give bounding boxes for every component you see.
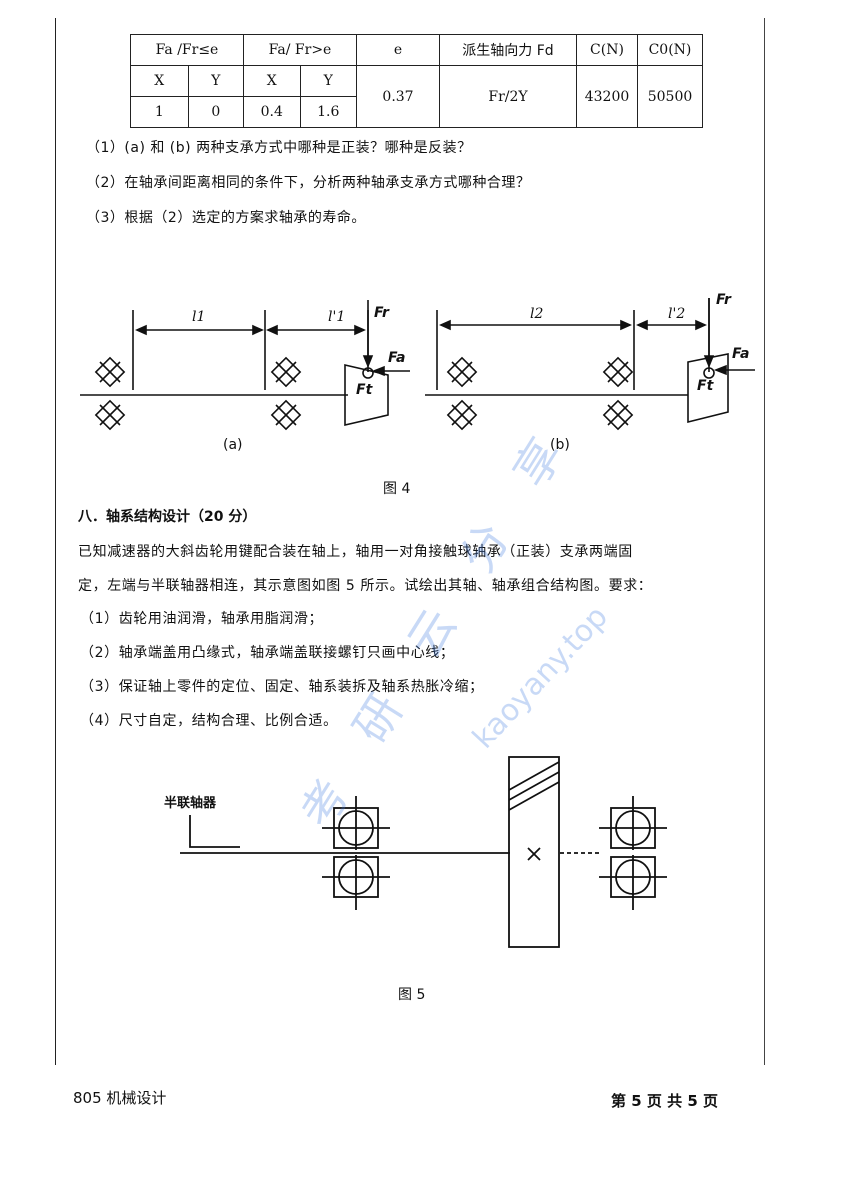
bearing-a-right-icon bbox=[270, 356, 302, 431]
label-l1-prime: l'1 bbox=[328, 309, 346, 325]
header-fa-fr-le-e: Fa /Fr≤e bbox=[130, 34, 244, 66]
cell-x1: X bbox=[130, 65, 189, 97]
bearing-parameter-table: Fa /Fr≤e Fa/ Fr>e e 派生轴向力 Fd C(N) C0(N) … bbox=[130, 34, 703, 128]
requirement-2: （2）轴承端盖用凸缘式，轴承端盖联接螺钉只画中心线； bbox=[80, 645, 455, 661]
section-title: 八．轴系结构设计（20 分） bbox=[78, 509, 257, 525]
label-b: (b) bbox=[550, 437, 570, 453]
question-1: （1）(a) 和 (b) 两种支承方式中哪种是正装？哪种是反装？ bbox=[86, 140, 472, 156]
header-c: C(N) bbox=[576, 34, 638, 66]
header-fa-fr-gt-e: Fa/ Fr>e bbox=[243, 34, 357, 66]
question-2: （2）在轴承间距离相同的条件下，分析两种轴承支承方式哪种合理？ bbox=[86, 175, 531, 191]
cell-e-value: 0.37 bbox=[356, 65, 440, 128]
cell-y2-value: 1.6 bbox=[299, 96, 357, 128]
section-paragraph-2: 定，左端与半联轴器相连，其示意图如图 5 所示。试绘出其轴、轴承组合结构图。要求… bbox=[78, 578, 653, 594]
bearing-b-left-icon bbox=[446, 356, 478, 431]
page-frame bbox=[55, 18, 765, 1065]
label-l2: l2 bbox=[530, 306, 544, 322]
section-paragraph-1: 已知减速器的大斜齿轮用键配合装在轴上，轴用一对角接触球轴承（正装）支承两端固 bbox=[78, 544, 633, 560]
coupling-label: 半联轴器 bbox=[164, 796, 217, 811]
cell-c0-value: 50500 bbox=[637, 65, 703, 128]
figure-4-caption: 图 4 bbox=[383, 481, 411, 497]
bearing-a-left-icon bbox=[94, 356, 126, 431]
requirement-1: （1）齿轮用油润滑，轴承用脂润滑； bbox=[80, 611, 324, 627]
label-fa-b: Fa bbox=[732, 346, 750, 362]
cell-x2-value: 0.4 bbox=[243, 96, 301, 128]
label-fa-a: Fa bbox=[388, 350, 406, 366]
cell-x1-value: 1 bbox=[130, 96, 189, 128]
footer-course: 805 机械设计 bbox=[73, 1089, 167, 1107]
label-a: (a) bbox=[223, 437, 243, 453]
gear-b-icon bbox=[687, 353, 729, 424]
label-l1: l1 bbox=[192, 309, 206, 325]
bearing-b-right-icon bbox=[602, 356, 634, 431]
cell-x2: X bbox=[243, 65, 301, 97]
label-fr-a: Fr bbox=[374, 305, 389, 321]
requirement-4: （4）尺寸自定，结构合理、比例合适。 bbox=[80, 713, 338, 729]
figure-4-diagram bbox=[80, 298, 755, 431]
requirement-3: （3）保证轴上零件的定位、固定、轴系装拆及轴系热胀冷缩； bbox=[80, 679, 484, 695]
cell-fd-value: Fr/2Y bbox=[439, 65, 577, 128]
cell-y2: Y bbox=[299, 65, 357, 97]
label-l2-prime: l'2 bbox=[668, 306, 686, 322]
label-fr-b: Fr bbox=[716, 292, 731, 308]
label-ft-b: Ft bbox=[697, 378, 714, 394]
footer-page: 第 5 页 共 5 页 bbox=[611, 1092, 718, 1110]
figure-5-caption: 图 5 bbox=[398, 987, 426, 1003]
cell-y1-value: 0 bbox=[187, 96, 245, 128]
label-ft-a: Ft bbox=[356, 382, 373, 398]
question-3: （3）根据（2）选定的方案求轴承的寿命。 bbox=[86, 210, 366, 226]
cell-c-value: 43200 bbox=[576, 65, 638, 128]
